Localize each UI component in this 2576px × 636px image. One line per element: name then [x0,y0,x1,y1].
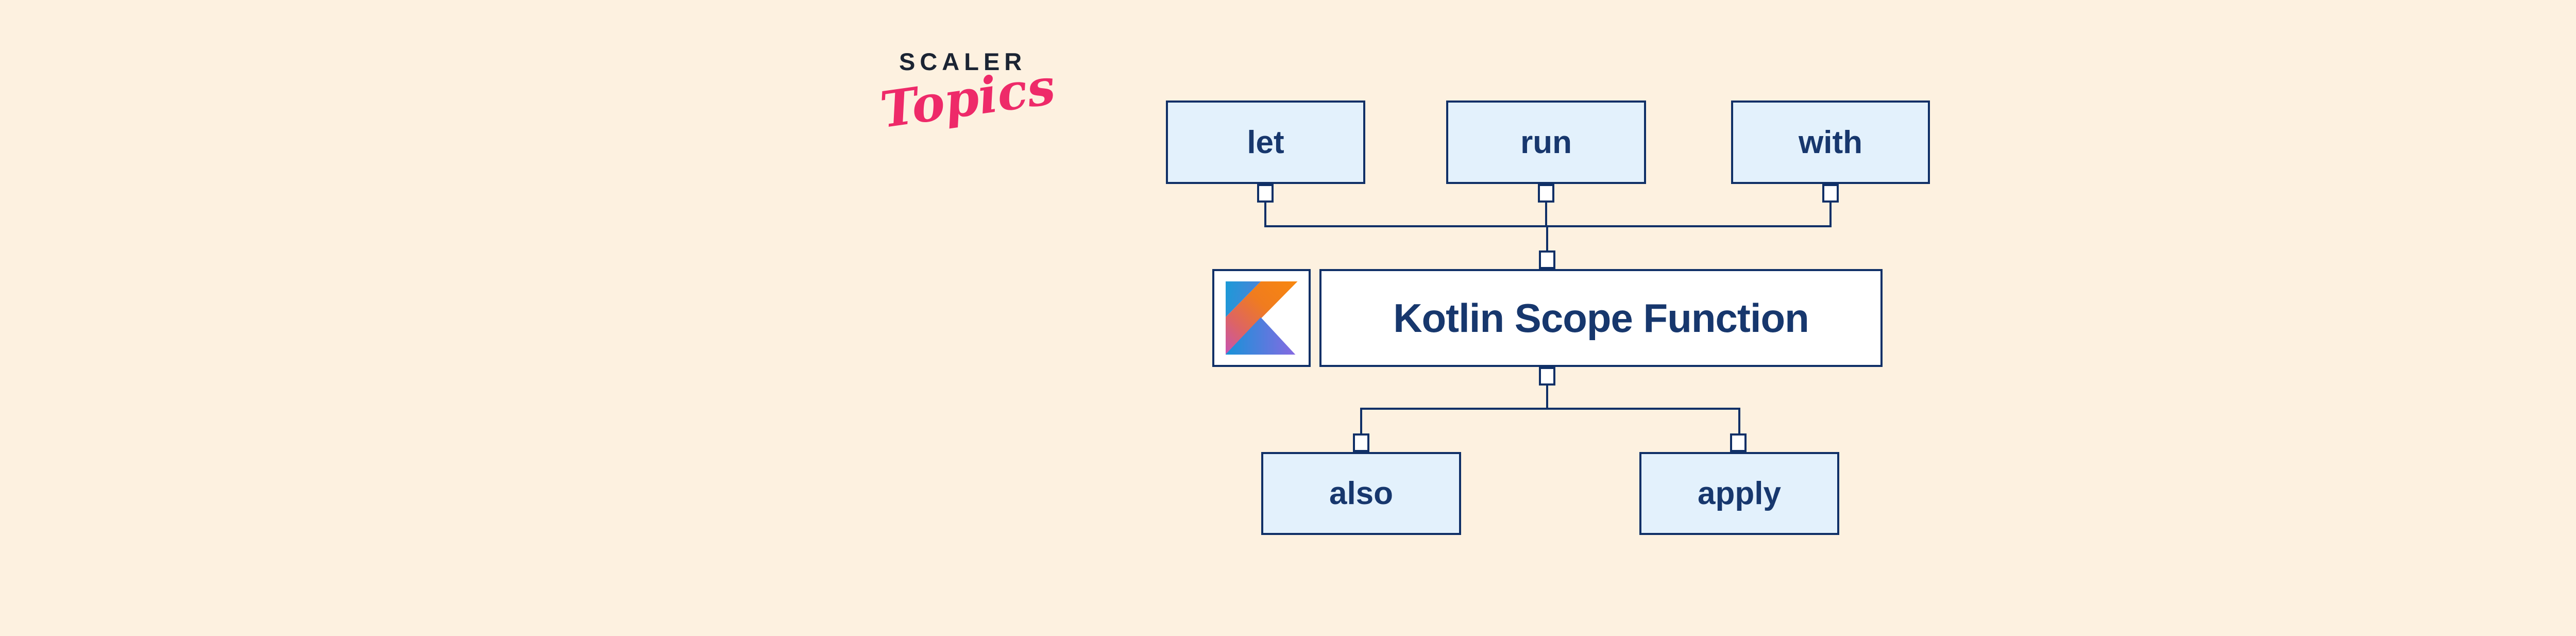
connector-port-apply [1730,433,1747,452]
connector-line-top-bus [1264,225,1832,227]
scaler-wordmark: SCALER [899,48,1027,75]
node-let: let [1166,101,1365,184]
node-apply: apply [1639,452,1839,535]
connector-line-center-top-drop [1546,227,1548,250]
connector-port-let [1257,184,1274,203]
node-also-label: also [1329,476,1394,511]
connector-line-run-drop [1545,203,1547,227]
center-title-label: Kotlin Scope Function [1393,295,1809,341]
node-run-label: run [1520,124,1572,160]
node-center-title: Kotlin Scope Function [1319,269,1883,367]
node-also: also [1261,452,1461,535]
connector-line-let-drop [1264,203,1266,227]
connector-port-center-bottom [1539,367,1555,386]
connector-port-with [1822,184,1839,203]
connector-line-center-bottom-drop [1546,386,1548,409]
scaler-topics-logo: SCALER Topics [876,47,1059,166]
connector-line-with-drop [1829,203,1832,227]
connector-port-run [1538,184,1554,203]
node-with: with [1731,101,1930,184]
connector-line-apply-drop [1738,410,1740,433]
node-with-label: with [1799,124,1862,160]
connector-line-bottom-bus [1360,408,1740,410]
kotlin-logo-icon [1225,281,1298,355]
node-run: run [1446,101,1646,184]
node-apply-label: apply [1698,476,1781,511]
connector-port-also [1353,433,1369,452]
connector-port-center-top [1539,250,1555,269]
kotlin-logo-box [1212,269,1311,367]
connector-line-also-drop [1360,410,1362,433]
node-let-label: let [1247,124,1284,160]
